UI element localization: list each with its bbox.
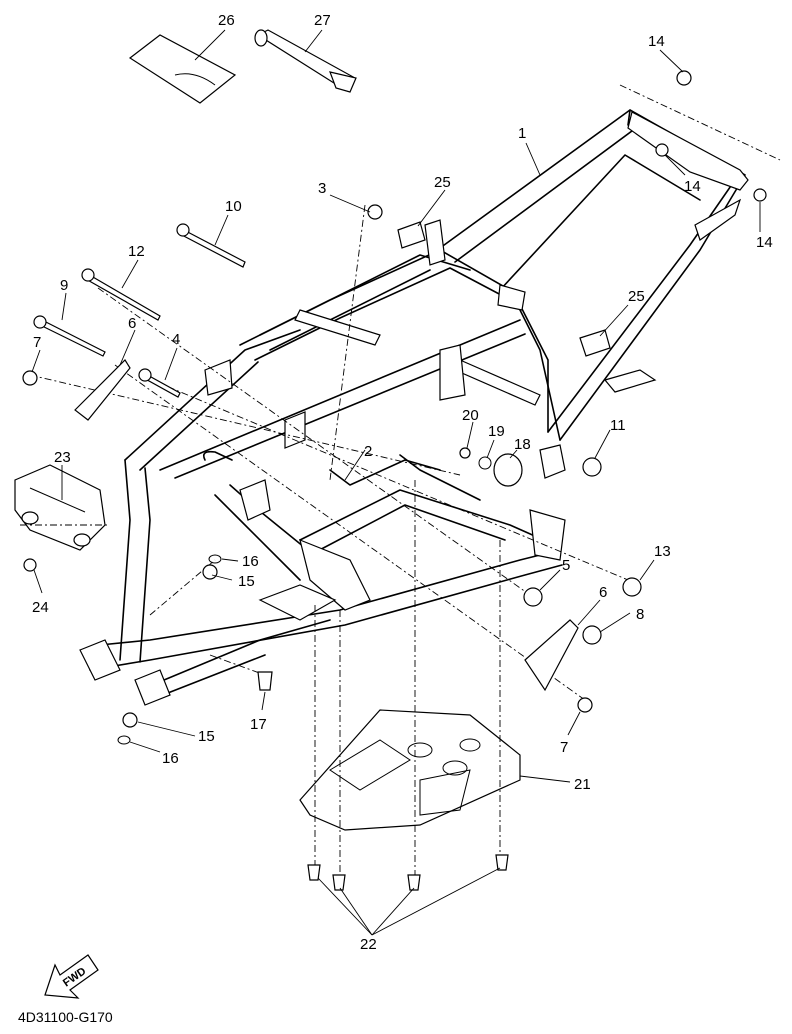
part-18-damper	[493, 453, 523, 487]
label-10: 10	[225, 198, 242, 215]
label-11: 11	[610, 417, 626, 434]
part-15-collar-lower	[122, 712, 138, 728]
label-2: 2	[364, 443, 372, 460]
part-17-fitting	[257, 671, 273, 691]
part-27-tube	[254, 29, 357, 93]
part-9-bolt	[33, 315, 106, 357]
part-7-nut-lower	[577, 697, 593, 713]
label-14-top: 14	[648, 33, 665, 50]
part-16-washer-lower	[117, 735, 131, 745]
label-15-upper: 15	[238, 573, 255, 590]
label-7-upper: 7	[33, 334, 41, 351]
part-7-nut-upper	[22, 370, 38, 386]
part-25-block-upper	[397, 221, 426, 249]
leader-lines	[31, 29, 761, 936]
label-14-mid: 14	[684, 178, 701, 195]
label-17: 17	[250, 716, 267, 733]
label-27: 27	[314, 12, 331, 29]
part-4-bolt	[138, 368, 181, 398]
label-6-upper: 6	[128, 315, 136, 332]
label-16-upper: 16	[242, 553, 259, 570]
label-13: 13	[654, 543, 671, 560]
label-8: 8	[636, 606, 644, 623]
part-20-screw	[459, 447, 471, 459]
part-22-bolt-3	[407, 874, 421, 891]
part-10-bolt	[176, 223, 246, 268]
part-11-nut	[582, 457, 602, 477]
label-7-lower: 7	[560, 739, 568, 756]
part-14-nut-top	[676, 70, 692, 86]
part-5-nut	[523, 587, 543, 607]
label-12: 12	[128, 243, 145, 260]
label-6-lower: 6	[599, 584, 607, 601]
label-9: 9	[60, 277, 68, 294]
part-16-washer-upper	[208, 554, 222, 564]
part-21-skid-plate	[299, 709, 521, 831]
label-20: 20	[462, 407, 479, 424]
part-14-nut-right	[753, 188, 767, 202]
main-frame	[79, 109, 749, 706]
part-6-bracket-lower	[524, 619, 579, 692]
part-23-bracket	[14, 464, 106, 551]
part-12-bolt	[81, 268, 161, 321]
part-15-collar-upper	[202, 564, 218, 580]
label-18: 18	[514, 436, 531, 453]
fasteners	[22, 70, 767, 891]
label-25-lower: 25	[628, 288, 645, 305]
part-3-nut	[367, 204, 383, 220]
diagram-code: 4D31100-G170	[18, 1009, 113, 1025]
label-16-lower: 16	[162, 750, 179, 767]
part-19-washer	[478, 456, 492, 470]
part-25-block-lower	[579, 329, 611, 357]
part-14-nut-mid	[655, 143, 669, 157]
part-24-bolt	[23, 558, 37, 572]
label-25-upper: 25	[434, 174, 451, 191]
label-15-lower: 15	[198, 728, 215, 745]
label-4: 4	[172, 331, 180, 348]
label-22: 22	[360, 936, 377, 953]
label-23: 23	[54, 449, 71, 466]
part-22-bolt-4	[495, 854, 509, 871]
label-14-right: 14	[756, 234, 773, 251]
label-1: 1	[518, 125, 526, 142]
fwd-arrow: FWD	[44, 954, 99, 999]
part-26-grease-pack	[128, 34, 237, 104]
label-24: 24	[32, 599, 49, 616]
label-3: 3	[318, 180, 326, 197]
part-8-nut	[582, 625, 602, 645]
label-19: 19	[488, 423, 505, 440]
part-13-nut	[622, 577, 642, 597]
part-22-bolt-2	[332, 874, 346, 891]
part-22-bolt-1	[307, 864, 321, 881]
label-21: 21	[574, 776, 591, 793]
part-6-bracket-upper	[74, 359, 131, 421]
label-5: 5	[562, 557, 570, 574]
part-labels: 1 2 3 4 5 6 6 7 7 8 9 10 11 12 13 14 14 …	[32, 12, 773, 953]
label-26: 26	[218, 12, 235, 29]
